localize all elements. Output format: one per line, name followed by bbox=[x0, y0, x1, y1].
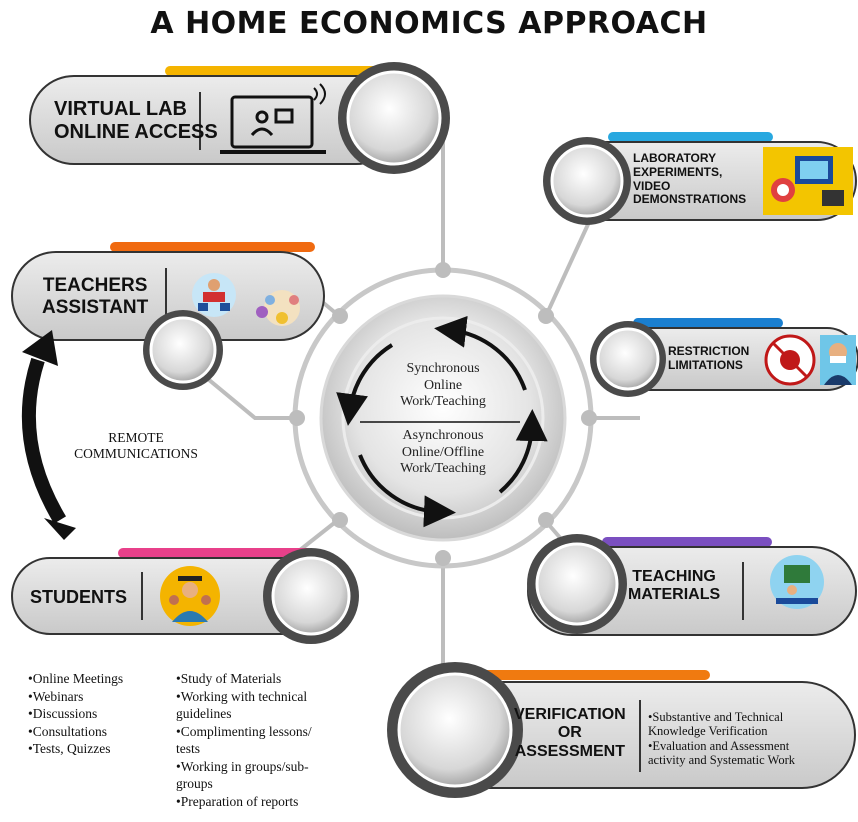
accent-bar bbox=[602, 537, 772, 547]
list-asynchronous-activities: •Study of Materials •Working with techni… bbox=[176, 671, 312, 809]
teacher-board-icon bbox=[770, 555, 824, 609]
node-circle bbox=[397, 672, 513, 788]
ring-dot bbox=[332, 512, 348, 528]
list-synchronous-activities: •Online Meetings •Webinars •Discussions … bbox=[28, 671, 124, 757]
node-circle bbox=[149, 316, 217, 384]
node-students-label: STUDENTS bbox=[30, 587, 128, 607]
ring-dot bbox=[435, 550, 451, 566]
virus-mask-icon bbox=[764, 334, 856, 386]
ring-dot bbox=[332, 308, 348, 324]
node-restriction bbox=[590, 318, 858, 397]
node-lab-experiments bbox=[543, 132, 857, 225]
node-verification bbox=[387, 662, 856, 798]
node-teaching-materials bbox=[527, 534, 857, 636]
accent-bar bbox=[165, 66, 390, 76]
connector-students bbox=[298, 518, 340, 552]
node-circle bbox=[550, 144, 624, 218]
hub-disc bbox=[319, 294, 567, 542]
accent-bar bbox=[118, 548, 313, 558]
cycle-arrows bbox=[336, 315, 548, 528]
node-circle bbox=[271, 556, 351, 636]
verification-details: •Substantive and Technical Knowledge Ver… bbox=[648, 710, 795, 768]
accent-bar bbox=[110, 242, 315, 252]
classroom-icon bbox=[192, 273, 236, 317]
remote-communications-arrow bbox=[21, 330, 76, 540]
page-title: A HOME ECONOMICS APPROACH bbox=[150, 6, 708, 41]
node-circle bbox=[596, 327, 660, 391]
connector-lab-experiments bbox=[543, 219, 592, 319]
laptop-presentation-icon bbox=[220, 83, 326, 154]
video-demonstration-icon bbox=[763, 147, 853, 215]
ring-dot bbox=[538, 308, 554, 324]
cycle-arrow-bottom bbox=[358, 454, 456, 528]
ring-dots bbox=[289, 262, 597, 566]
cycle-arrow-right bbox=[498, 409, 548, 494]
accent-bar bbox=[608, 132, 773, 142]
cycle-arrow-top bbox=[434, 315, 527, 391]
node-students bbox=[11, 548, 359, 644]
ring-dot bbox=[581, 410, 597, 426]
ring-dot bbox=[289, 410, 305, 426]
node-circle bbox=[346, 70, 442, 166]
accent-bar bbox=[478, 670, 710, 680]
accent-bar bbox=[633, 318, 783, 328]
node-circle bbox=[535, 542, 619, 626]
node-teachers-assistant bbox=[11, 242, 325, 390]
node-virtual-lab bbox=[29, 62, 450, 174]
ring-dot bbox=[538, 512, 554, 528]
cycle-arrow-left bbox=[336, 343, 394, 426]
ring-dot bbox=[435, 262, 451, 278]
team-meeting-icon bbox=[256, 290, 300, 326]
graduates-icon bbox=[160, 566, 220, 626]
